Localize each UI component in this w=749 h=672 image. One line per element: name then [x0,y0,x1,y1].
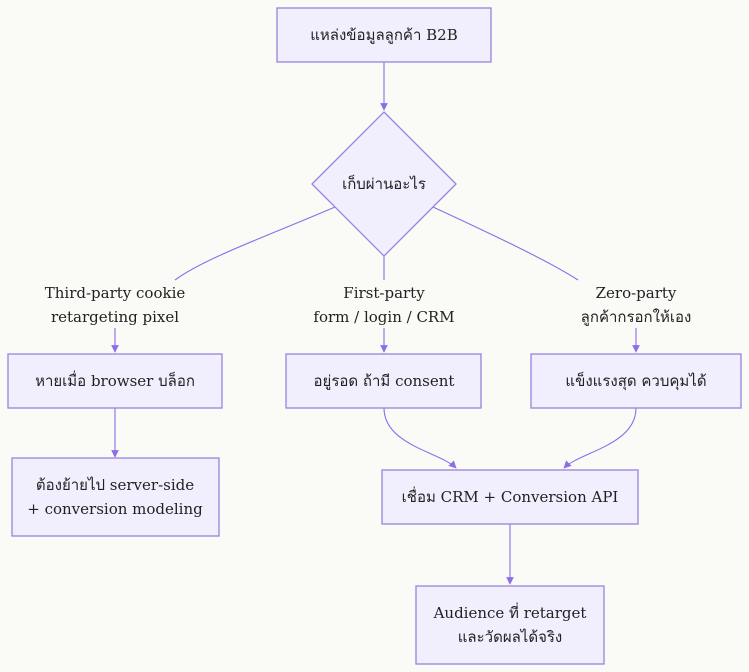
edge-strong-to-connect [563,407,637,469]
edge-decision-to-third-party [174,206,336,281]
node-audience-line1: Audience ที่ retarget [433,602,587,622]
edge-label-zero-party-line2: ลูกค้ากรอกให้เอง [581,308,692,326]
node-decision-label: เก็บผ่านอะไร [342,174,426,193]
edge-label-first-party-line1: First-party [343,284,425,302]
edge-labels: Third-party cookie retargeting pixel Fir… [45,284,692,326]
node-serverside-line1: ต้องย้ายไป server-side [36,476,194,494]
node-serverside-line2: + conversion modeling [27,500,203,518]
node-audience: Audience ที่ retarget และวัดผลได้จริง [415,585,605,665]
node-survive-label: อยู่รอด ถ้ามี consent [314,372,455,390]
edge-label-third-party-line1: Third-party cookie [45,284,186,302]
edge-label-third-party-line2: retargeting pixel [51,308,179,326]
edge-label-first-party-line2: form / login / CRM [313,308,454,326]
node-source-label: แหล่งข้อมูลลูกค้า B2B [310,26,458,44]
node-connect: เชื่อม CRM + Conversion API [381,469,639,525]
node-connect-label: เชื่อม CRM + Conversion API [402,486,619,506]
node-serverside: ต้องย้ายไป server-side + conversion mode… [11,457,220,537]
edge-label-zero-party-line1: Zero-party [596,284,677,302]
node-lost: หายเมื่อ browser บล็อก [7,353,223,409]
node-lost-label: หายเมื่อ browser บล็อก [35,370,195,390]
edge-decision-to-zero-party [432,206,579,281]
node-strong: แข็งแรงสุด ควบคุมได้ [530,353,742,409]
node-decision: เก็บผ่านอะไร [311,111,457,257]
node-source: แหล่งข้อมูลลูกค้า B2B [276,7,492,63]
node-strong-label: แข็งแรงสุด ควบคุมได้ [565,371,706,391]
node-audience-line2: และวัดผลได้จริง [458,628,563,646]
edges [111,62,640,585]
node-survive: อยู่รอด ถ้ามี consent [285,353,482,409]
edge-survive-to-connect [383,407,457,469]
